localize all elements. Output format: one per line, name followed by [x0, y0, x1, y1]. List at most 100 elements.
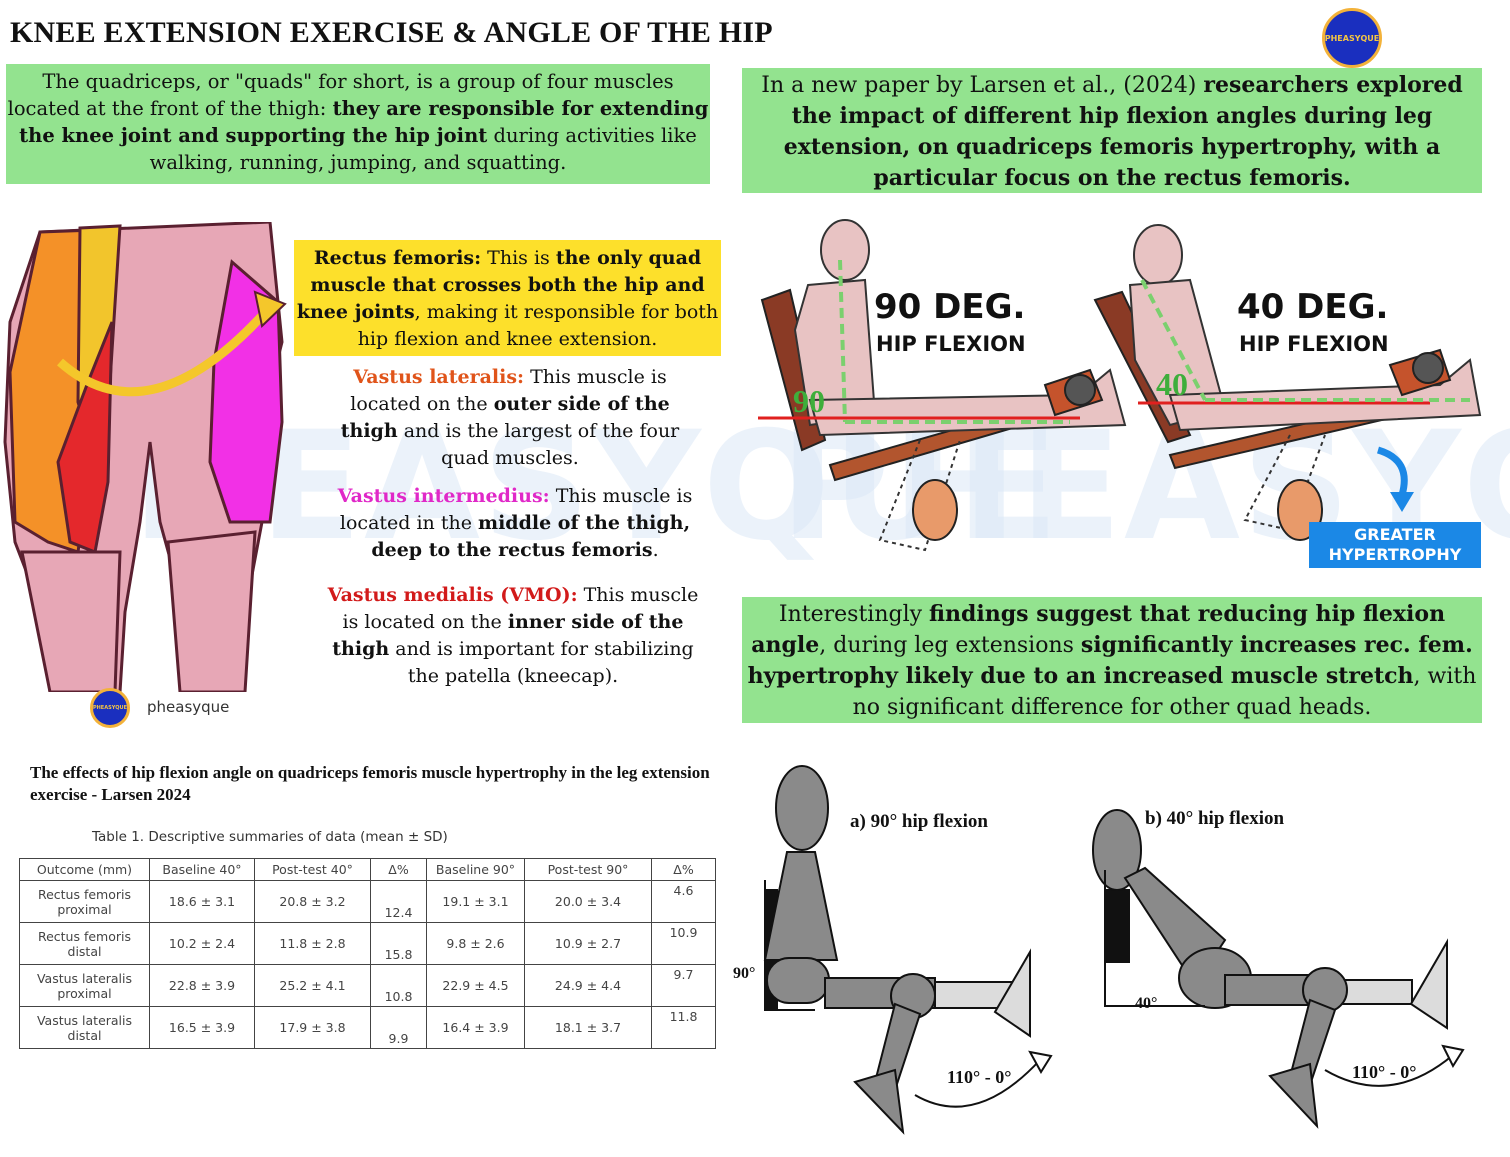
cell-posttest-90: 20.0 ± 3.4: [524, 880, 652, 923]
findings-text-a: Interestingly: [778, 602, 930, 627]
cell-baseline-90: 22.9 ± 4.5: [426, 964, 525, 1007]
delta-40-value: 9.9: [388, 1031, 409, 1046]
rectus-femoris-text-c: , making it responsible for both hip fle…: [357, 301, 719, 350]
outcome-line-2: proximal: [57, 985, 112, 1001]
vastus-lateralis-text-b: outer side of the thigh: [340, 393, 670, 442]
handle-text: pheasyque: [147, 698, 230, 716]
vastus-lateralis-title: Vastus lateralis:: [353, 366, 525, 388]
outcome-line-2: distal: [67, 943, 102, 959]
figure-40-angle: 40: [1156, 366, 1188, 402]
schematic-90: [763, 765, 1053, 1135]
schematic-90-angle: 90°: [733, 965, 755, 982]
cell-delta-40: 12.4: [370, 880, 427, 923]
vastus-medialis-title: Vastus medialis (VMO):: [327, 584, 578, 606]
cell-posttest-40: 17.9 ± 3.8: [254, 1006, 371, 1049]
delta-90-value: 9.7: [673, 967, 694, 982]
header-posttest-40: Post-test 40°: [254, 858, 371, 881]
intro-text-c: during activities like walking, running,…: [149, 124, 697, 174]
delta-40-value: 15.8: [384, 947, 413, 962]
header-delta-40: Δ%: [370, 858, 427, 881]
cell-delta-40: 15.8: [370, 922, 427, 965]
vastus-intermedius-text: Vastus intermedius: This muscle is locat…: [322, 483, 708, 564]
cell-posttest-90: 18.1 ± 3.7: [524, 1006, 652, 1049]
outcome-line-2: distal: [67, 1027, 102, 1043]
table-caption: Table 1. Descriptive summaries of data (…: [92, 829, 448, 845]
schematic-40-range: 110° - 0°: [1352, 1062, 1416, 1082]
findings-box: Interestingly findings suggest that redu…: [742, 597, 1482, 723]
badge-line-1: GREATER: [1354, 525, 1436, 544]
delta-40-value: 10.8: [384, 989, 413, 1004]
cell-delta-90: 4.6: [651, 880, 716, 923]
cell-delta-90: 11.8: [651, 1006, 716, 1049]
cell-posttest-90: 10.9 ± 2.7: [524, 922, 652, 965]
vastus-intermedius-text-a: This muscle is located in the: [339, 485, 693, 534]
cell-baseline-90: 9.8 ± 2.6: [426, 922, 525, 965]
schematic-40-label: b) 40° hip flexion: [1145, 808, 1284, 829]
cell-delta-40: 10.8: [370, 964, 427, 1007]
cell-posttest-40: 20.8 ± 3.2: [254, 880, 371, 923]
findings-text-c: , during leg extensions: [819, 633, 1081, 658]
greater-hypertrophy-badge: GREATER HYPERTROPHY: [1309, 522, 1481, 568]
cell-delta-40: 9.9: [370, 1006, 427, 1049]
figure-90-subtitle: HIP FLEXION: [876, 332, 1026, 356]
hip-flexion-schematics: a) 90° hip flexion 90° 110° - 0° b) 40° …: [733, 765, 1465, 1135]
rectus-femoris-text-b: the only quad muscle that crosses both t…: [296, 247, 705, 323]
vastus-intermedius-text-b: middle of the thigh, deep to the rectus …: [371, 512, 691, 561]
header-delta-90: Δ%: [651, 858, 716, 881]
figure-90-title: 90 DEG.: [874, 287, 1025, 327]
thigh-anatomy-illustration: [3, 222, 287, 692]
schematic-90-range: 110° - 0°: [947, 1067, 1011, 1087]
intro-text-b: they are responsible for extending the k…: [19, 97, 709, 147]
outcome-line-2: proximal: [57, 901, 112, 917]
data-table: Outcome (mm) Baseline 40° Post-test 40° …: [19, 858, 716, 1049]
delta-40-value: 12.4: [384, 905, 413, 920]
vastus-intermedius-text-c: .: [652, 539, 659, 561]
cell-delta-90: 10.9: [651, 922, 716, 965]
delta-90-value: 11.8: [669, 1009, 698, 1024]
header-posttest-90: Post-test 90°: [524, 858, 652, 881]
schematic-90-label: a) 90° hip flexion: [850, 811, 988, 832]
outcome-line-1: Vastus lateralis: [36, 970, 133, 986]
rectus-femoris-title: Rectus femoris:: [313, 247, 482, 269]
paper-title: The effects of hip flexion angle on quad…: [30, 763, 710, 804]
header-baseline-40: Baseline 40°: [149, 858, 255, 881]
figure-90-degree: [758, 219, 1127, 552]
intro-box: The quadriceps, or "quads" for short, is…: [6, 64, 710, 184]
cell-posttest-90: 24.9 ± 4.4: [524, 964, 652, 1007]
vastus-medialis-text-a: This muscle is located on the: [342, 584, 699, 633]
vastus-lateralis-text-c: and is the largest of the four quad musc…: [397, 420, 680, 469]
figure-90-angle: 90: [793, 383, 825, 419]
findings-text-b: findings suggest that reducing hip flexi…: [751, 601, 1446, 658]
header-baseline-90: Baseline 90°: [426, 858, 525, 881]
handle-avatar: PHEASYQUE: [90, 688, 130, 728]
header-outcome: Outcome (mm): [19, 858, 150, 881]
findings-text-e: , with no significant difference for oth…: [852, 664, 1477, 720]
schematic-90-angle-line: [764, 880, 815, 1011]
vastus-medialis-text-b: inner side of the thigh: [332, 611, 684, 660]
rectus-femoris-box: Rectus femoris: This is the only quad mu…: [294, 240, 721, 356]
brand-logo-text: PHEASYQUE: [1324, 33, 1380, 43]
cell-baseline-40: 18.6 ± 3.1: [149, 880, 255, 923]
outcome-line-1: Rectus femoris: [37, 886, 132, 902]
delta-90-value: 4.6: [673, 883, 694, 898]
page-title: KNEE EXTENSION EXERCISE & ANGLE OF THE H…: [10, 16, 773, 49]
cell-baseline-40: 10.2 ± 2.4: [149, 922, 255, 965]
cell-baseline-40: 22.8 ± 3.9: [149, 964, 255, 1007]
vastus-lateralis-text-a: This muscle is located on the: [350, 366, 667, 415]
handle-avatar-text: PHEASYQUE: [92, 705, 128, 711]
cell-baseline-40: 16.5 ± 3.9: [149, 1006, 255, 1049]
paper-box: In a new paper by Larsen et al., (2024) …: [742, 68, 1482, 193]
schematic-40-angle-line: [1104, 870, 1205, 1007]
cell-posttest-40: 25.2 ± 4.1: [254, 964, 371, 1007]
findings-text-d: significantly increases rec. fem. hypert…: [747, 632, 1473, 689]
intro-text-a: The quadriceps, or "quads" for short, is…: [7, 70, 674, 120]
brand-logo: PHEASYQUE: [1322, 8, 1382, 68]
